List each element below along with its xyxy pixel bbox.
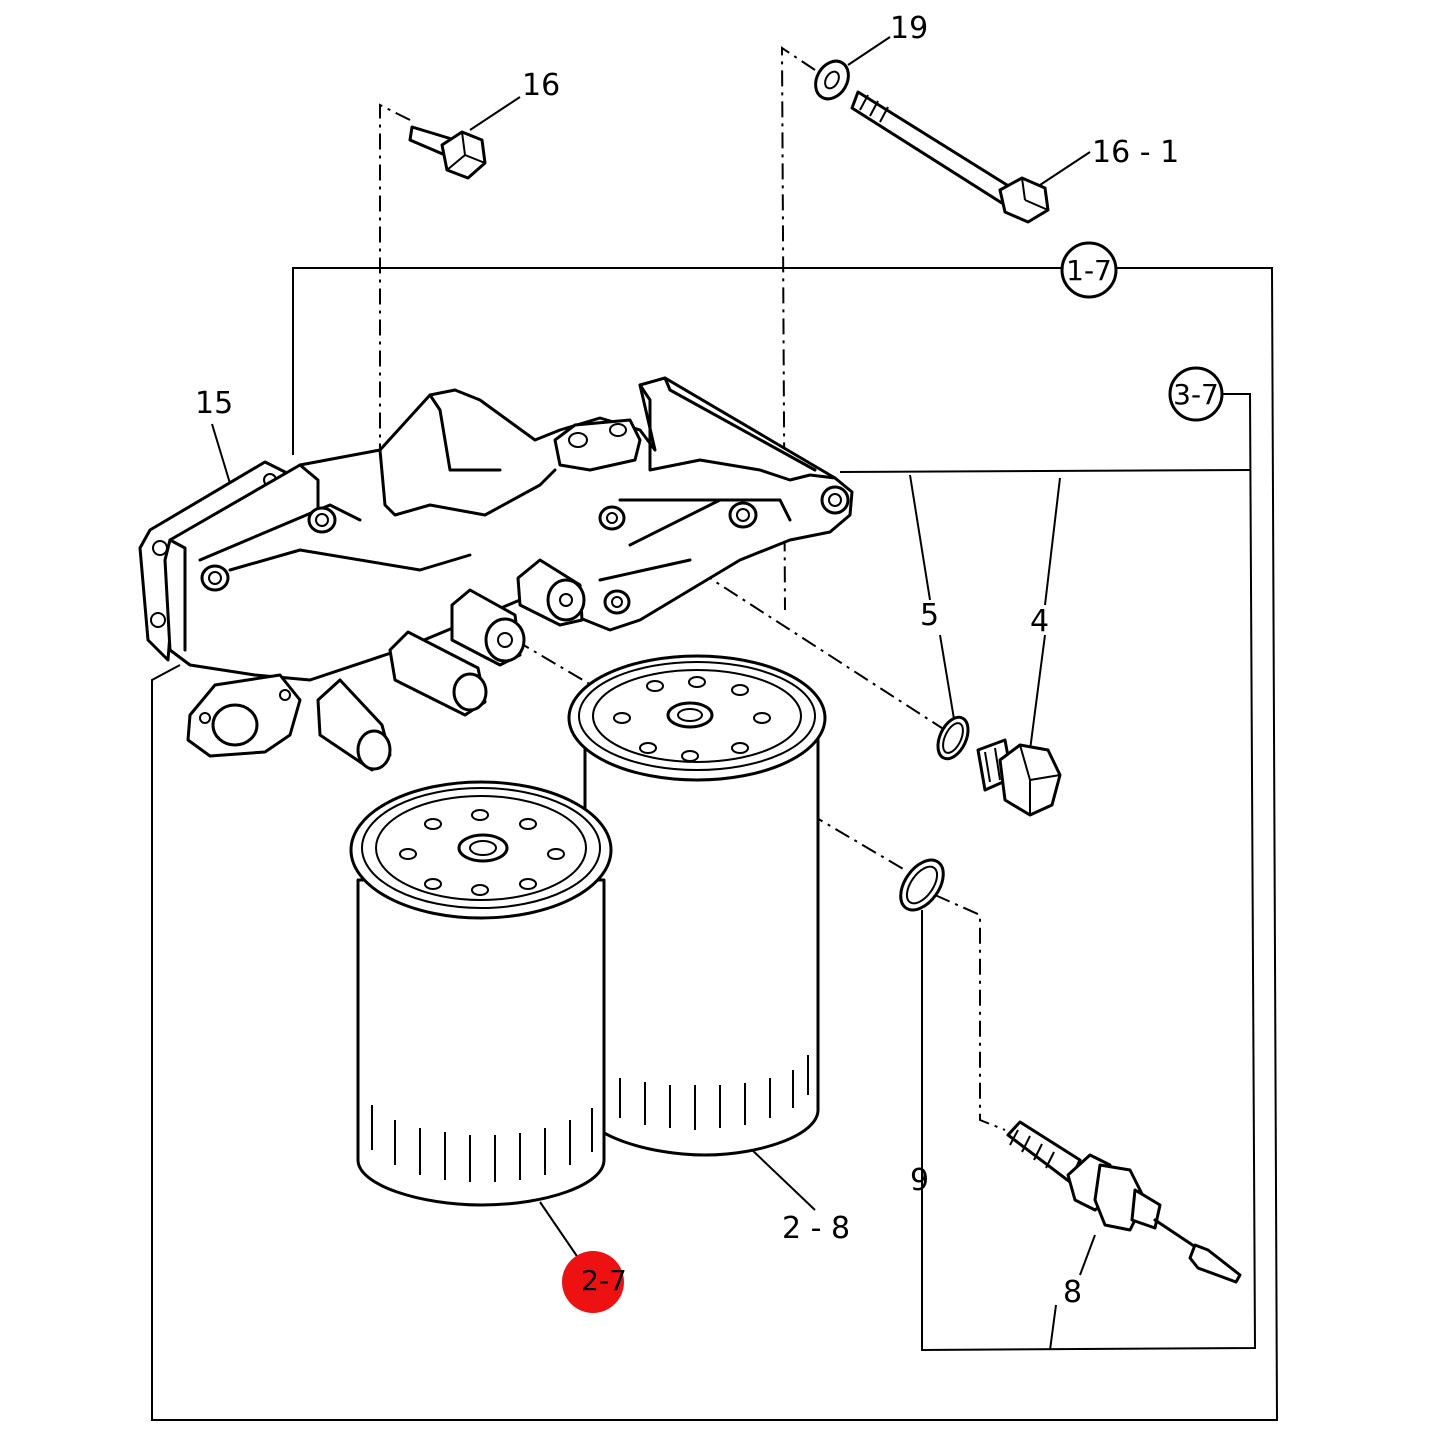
filter-holes	[399, 809, 565, 896]
callout-2-7-highlight: 2-7	[562, 1251, 627, 1313]
label-1-7: 1-7	[1066, 254, 1112, 287]
filter-holes	[613, 676, 771, 762]
callout-frame-3-7	[839, 393, 1257, 1352]
callout-3-7: 3-7	[1168, 366, 1224, 422]
label-16-1: 16 - 1	[1092, 135, 1179, 170]
label-2-7: 2-7	[581, 1264, 627, 1297]
filter-ribs	[371, 1105, 593, 1182]
callout-frame-1-7	[151, 267, 1279, 1421]
label-9: 9	[910, 1163, 929, 1198]
label-3-7: 3-7	[1173, 378, 1219, 411]
label-19: 19	[890, 11, 928, 46]
sensor-8	[1006, 1120, 1242, 1284]
bolt-16	[408, 125, 487, 180]
drain-plug-4	[976, 738, 1062, 817]
label-2-8: 2 - 8	[782, 1211, 850, 1246]
part-labels: 16 19 16 - 1 15 5 4 9 8 2 - 8	[195, 11, 1179, 1310]
label-16: 16	[522, 68, 560, 103]
filter-element-2-7	[349, 780, 613, 1207]
sealing-ring-5	[936, 715, 970, 761]
label-4: 4	[1030, 604, 1049, 639]
washer-19	[814, 59, 850, 101]
filter-head-bracket	[138, 376, 854, 772]
bolt-16-1	[850, 90, 1050, 224]
filter-element-2-8	[567, 654, 827, 1157]
label-5: 5	[920, 598, 939, 633]
callout-1-7: 1-7	[1060, 241, 1118, 299]
sealing-ring-9	[899, 858, 945, 912]
leader-lines	[211, 36, 1096, 1351]
label-8: 8	[1063, 1275, 1082, 1310]
label-15: 15	[195, 386, 233, 421]
